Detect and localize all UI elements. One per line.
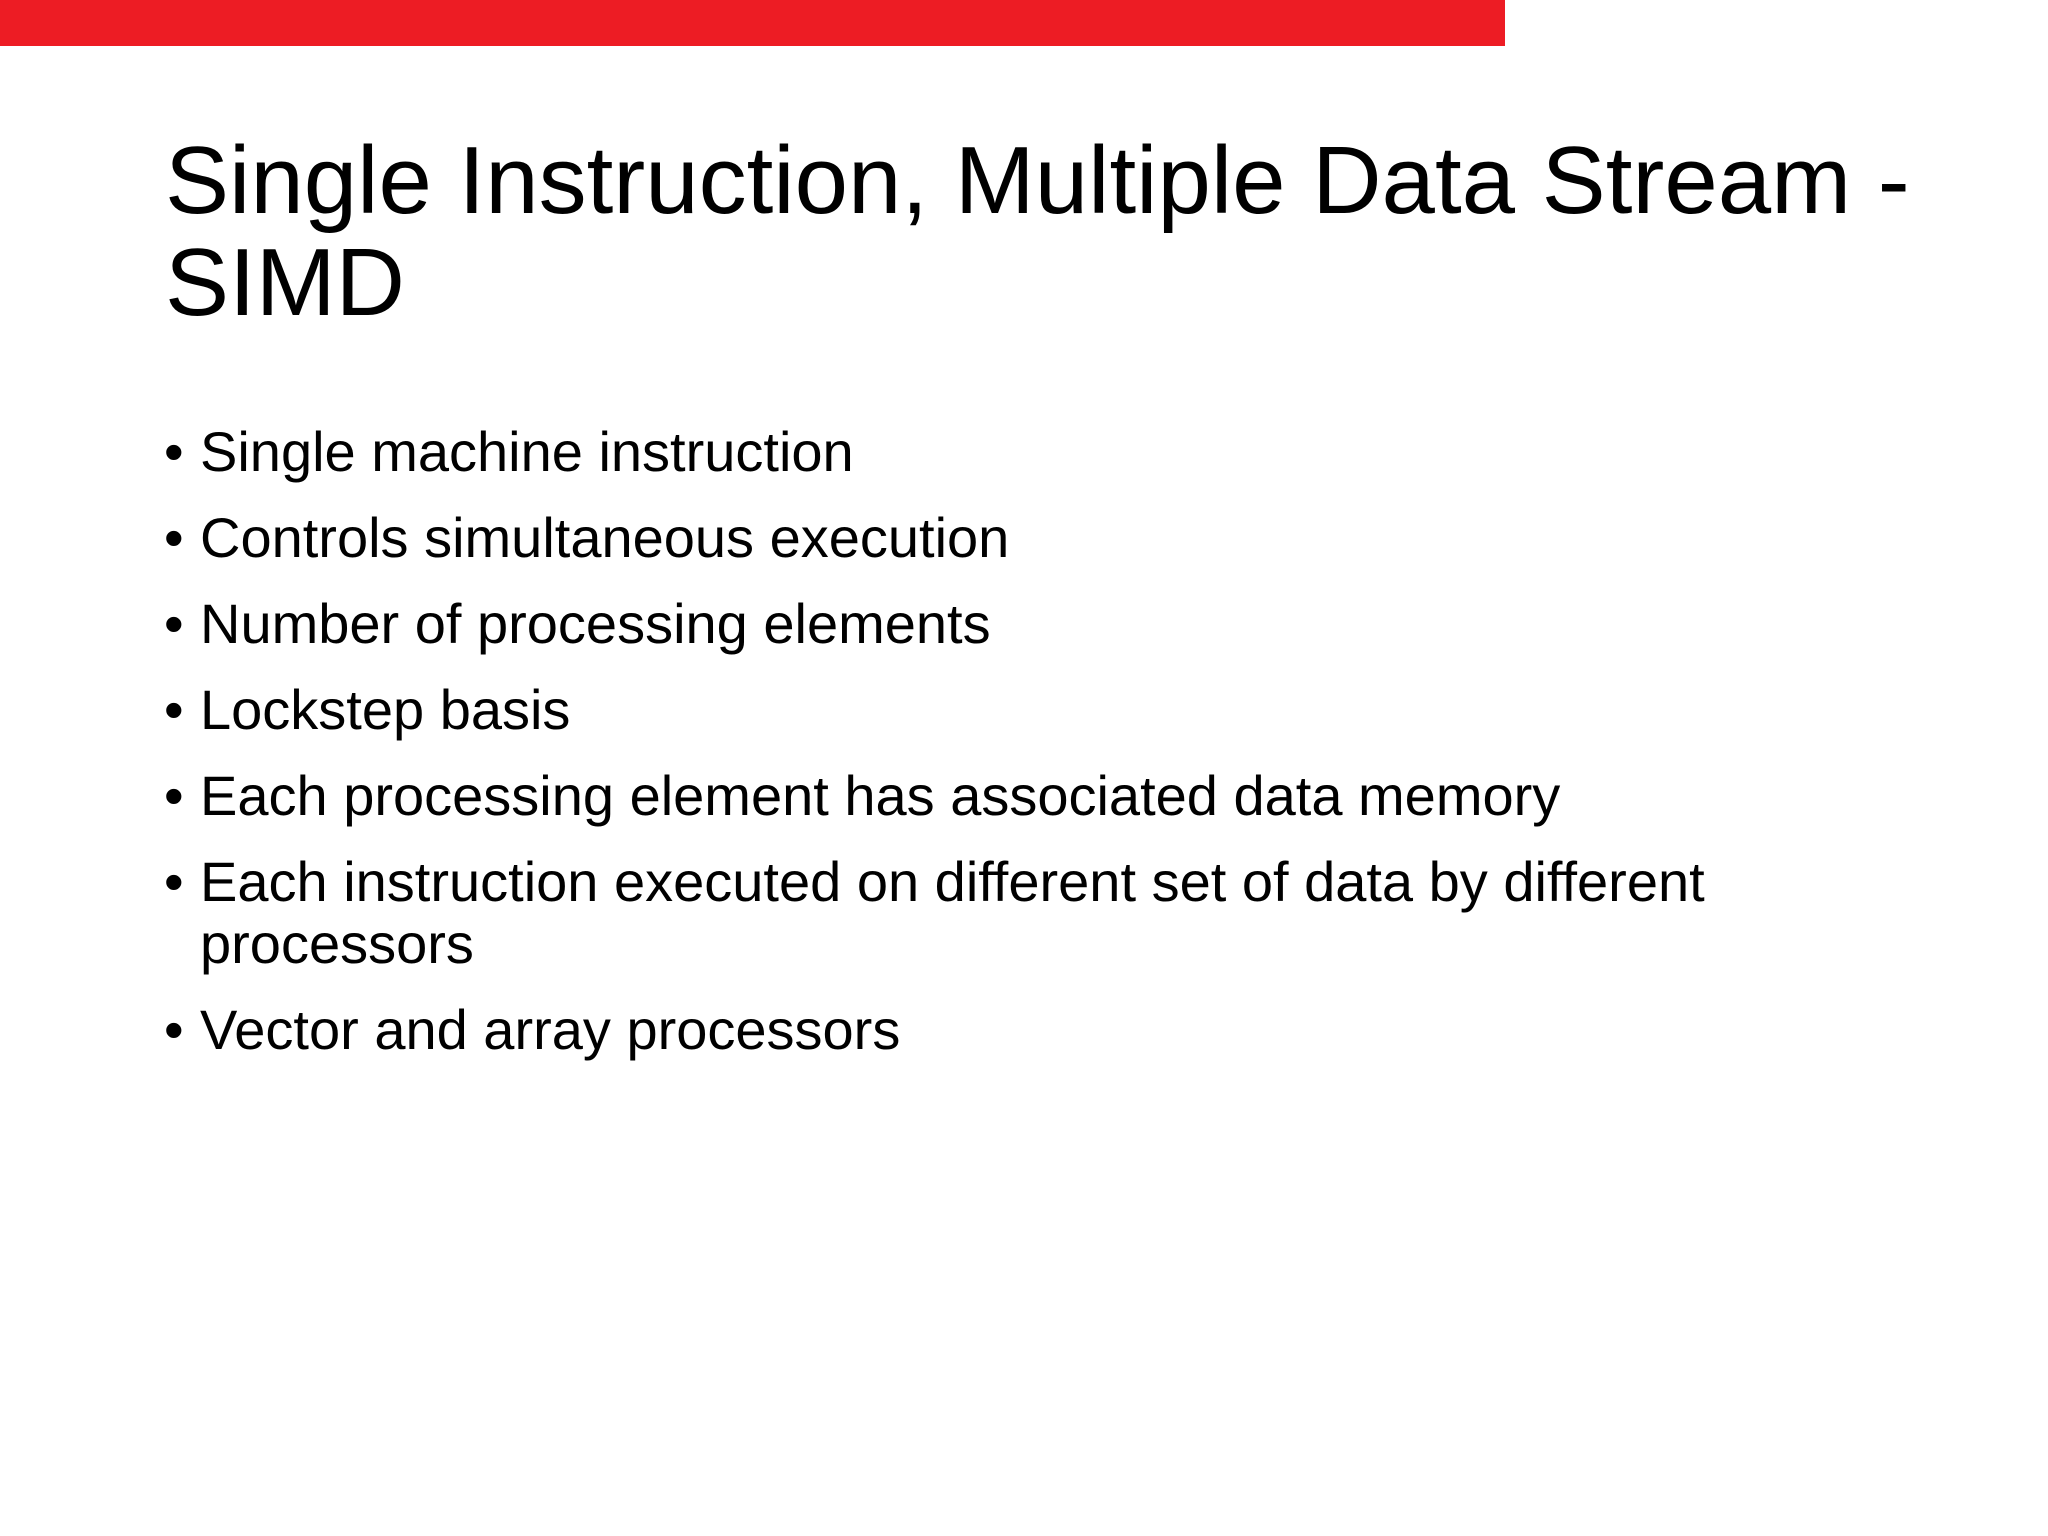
bullet-icon: • <box>164 764 184 827</box>
list-item: • Controls simultaneous execution <box>164 506 1770 569</box>
bullet-text: Each processing element has associated d… <box>200 764 1561 827</box>
bullet-icon: • <box>164 592 184 655</box>
accent-bar <box>0 0 1505 46</box>
bullet-icon: • <box>164 998 184 1061</box>
bullet-text: Single machine instruction <box>200 420 854 483</box>
list-item: • Each instruction executed on different … <box>164 850 1770 975</box>
slide-title: Single Instruction, Multiple Data Stream… <box>165 127 1910 336</box>
bullet-text: Vector and array processors <box>200 998 901 1061</box>
list-item: • Single machine instruction <box>164 420 1770 483</box>
list-item: • Vector and array processors <box>164 998 1770 1061</box>
bullet-text: Controls simultaneous execution <box>200 506 1010 569</box>
bullet-icon: • <box>164 678 184 741</box>
bullet-text: Lockstep basis <box>200 678 571 741</box>
bullet-icon: • <box>164 506 184 569</box>
bullet-icon: • <box>164 420 184 483</box>
bullet-text: Number of processing elements <box>200 592 991 655</box>
bullet-icon: • <box>164 850 184 913</box>
list-item: • Lockstep basis <box>164 678 1770 741</box>
bullet-list: • Single machine instruction • Controls si… <box>164 420 1770 1061</box>
bullet-text: Each instruction executed on different s… <box>200 850 1705 975</box>
list-item: • Each processing element has associated … <box>164 764 1770 827</box>
list-item: • Number of processing elements <box>164 592 1770 655</box>
